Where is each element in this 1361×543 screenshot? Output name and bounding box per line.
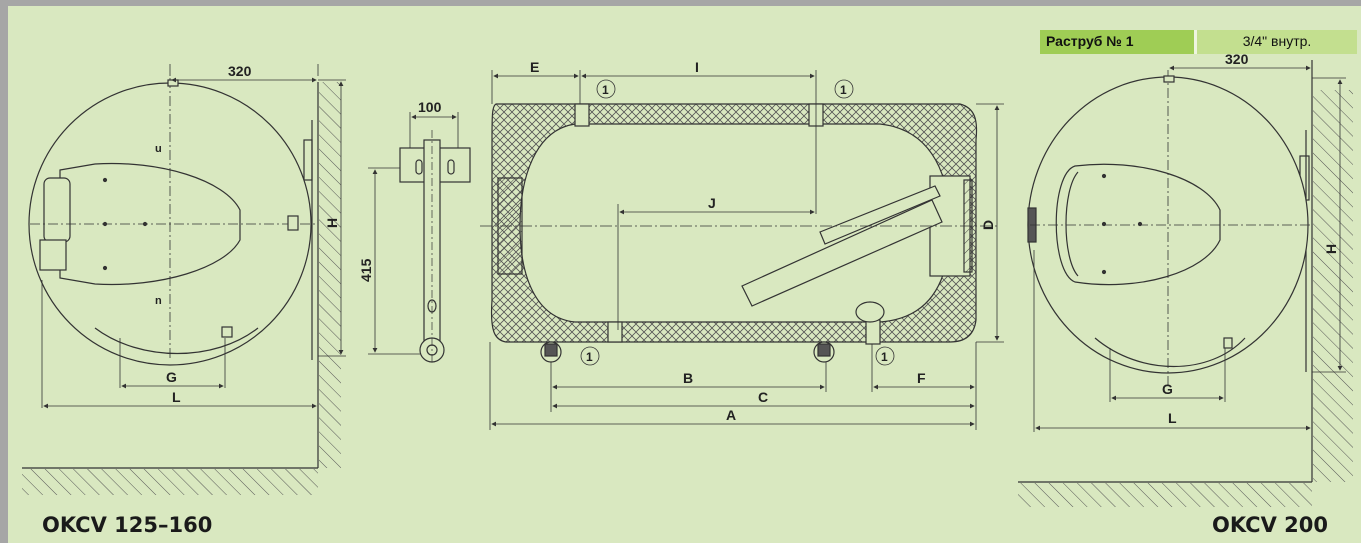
callout-label-bottom-left: 1 xyxy=(586,350,593,364)
section-dimensions xyxy=(489,70,1004,430)
callout-circle-bottom-right xyxy=(875,346,895,366)
dim-i: I xyxy=(695,59,699,75)
dim-j: J xyxy=(708,195,716,211)
left-floor-hatch xyxy=(22,469,318,495)
dim-b: B xyxy=(683,370,693,386)
right-cradle-arc xyxy=(1094,337,1246,368)
callout-circle-top-left xyxy=(596,79,616,99)
bracket-dim-100: 100 xyxy=(418,99,442,115)
right-model-label: OKCV 200 xyxy=(1212,513,1328,537)
callout-circle-bottom-left xyxy=(580,346,600,366)
section-top-port-1 xyxy=(574,103,590,127)
right-dim-h: H xyxy=(1323,244,1339,254)
callout-label-top-left: 1 xyxy=(602,83,609,97)
bracket-dim-415: 415 xyxy=(358,258,374,282)
callout-label-bottom-right: 1 xyxy=(881,350,888,364)
callout-circle-top-right xyxy=(834,79,854,99)
bracket-drawing xyxy=(368,112,471,365)
connection-value: 3/4" внутр. xyxy=(1197,30,1357,54)
left-dim-320: 320 xyxy=(228,63,252,79)
table-separator xyxy=(1194,30,1197,54)
section-bottom-port-1 xyxy=(607,321,623,343)
section-heater-tube xyxy=(741,199,943,307)
left-model-label: OKCV 125–160 xyxy=(42,513,212,537)
left-unit-drawing xyxy=(22,64,346,495)
connection-table: Раструб № 1 3/4" внутр. xyxy=(1040,30,1357,54)
right-dim-320: 320 xyxy=(1225,51,1249,67)
left-wall-hatch xyxy=(319,82,341,468)
callout-label-top-right: 1 xyxy=(840,83,847,97)
left-dim-h: H xyxy=(324,218,340,228)
section-anode xyxy=(819,185,941,245)
right-unit-drawing xyxy=(1018,60,1353,507)
left-mark-bottom: n xyxy=(155,295,162,307)
left-dim-g: G xyxy=(166,369,177,385)
left-dim-l: L xyxy=(172,389,181,405)
left-cover xyxy=(59,162,241,286)
left-mark-top: u xyxy=(155,143,162,155)
section-drawing xyxy=(480,103,1000,363)
left-cover-box xyxy=(39,239,67,271)
section-bottom-port-2 xyxy=(865,319,881,345)
dim-f: F xyxy=(917,370,926,386)
right-dim-l: L xyxy=(1168,410,1177,426)
dim-c: C xyxy=(758,389,768,405)
dim-a: A xyxy=(726,407,736,423)
dim-d: D xyxy=(980,220,996,230)
dim-e: E xyxy=(530,59,539,75)
right-dim-g: G xyxy=(1162,381,1173,397)
right-floor-hatch xyxy=(1018,483,1312,507)
left-wall-bracket xyxy=(303,139,313,181)
right-wall-hatch xyxy=(1313,90,1353,482)
connection-key: Раструб № 1 xyxy=(1040,30,1194,54)
left-cover-cap xyxy=(43,177,71,243)
left-cradle-arc xyxy=(94,327,259,355)
